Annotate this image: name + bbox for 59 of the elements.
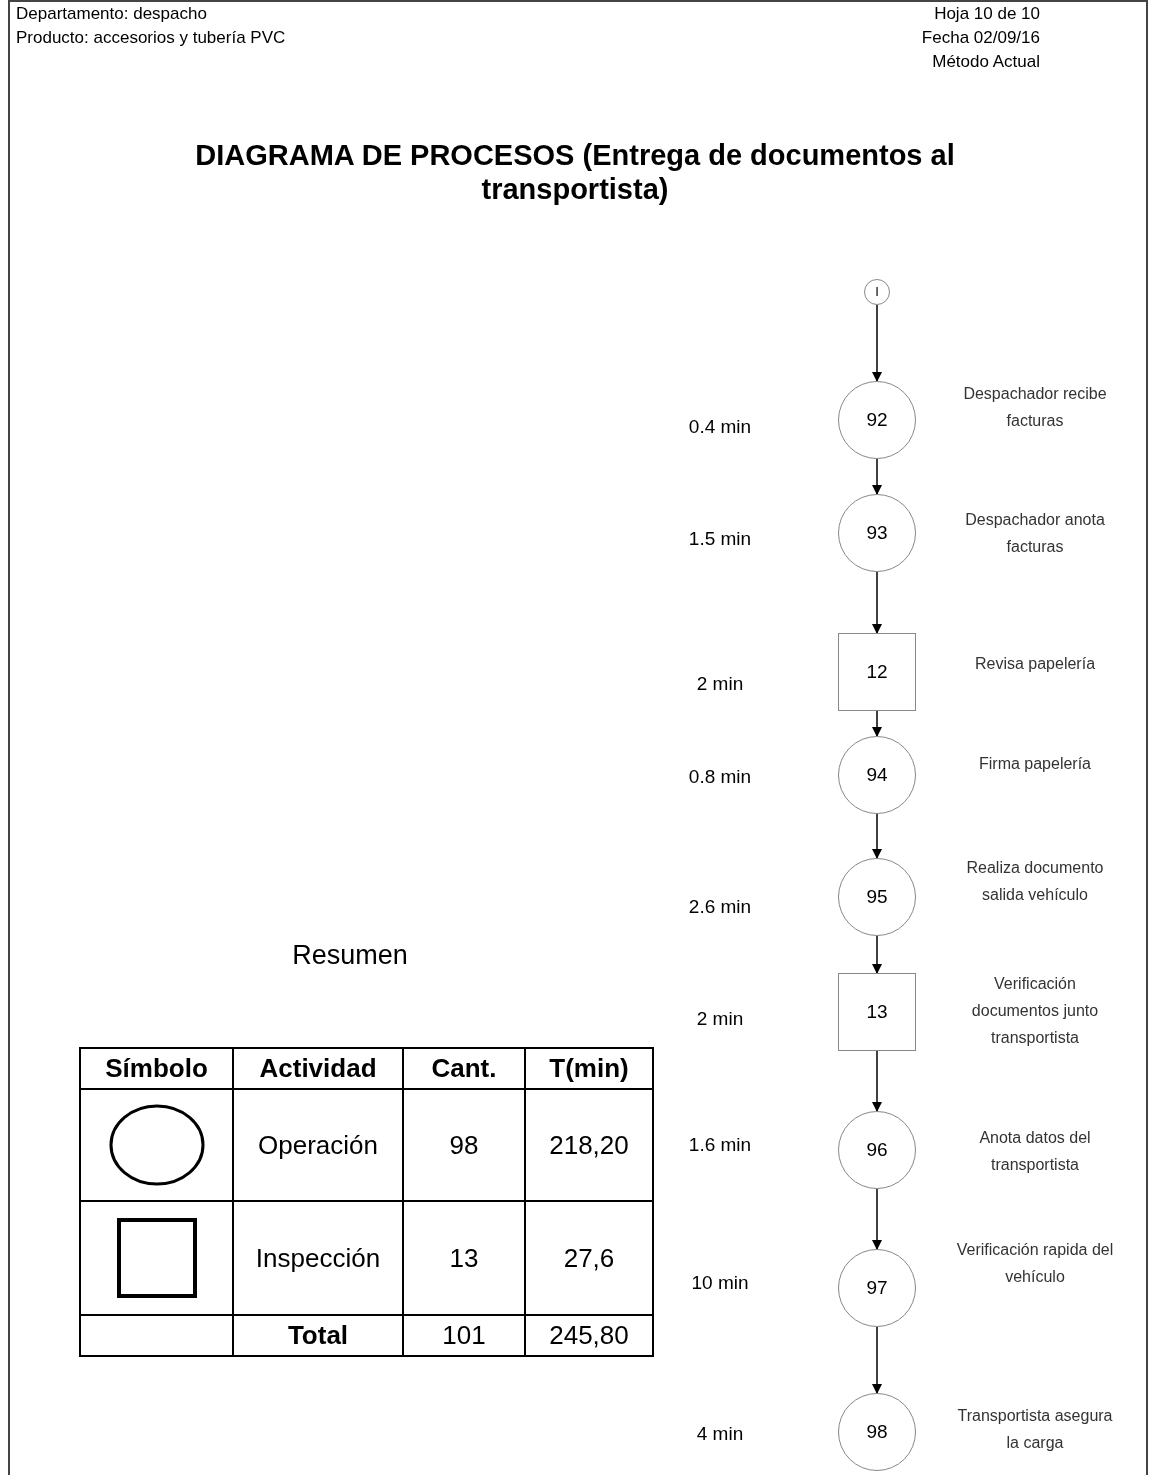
arrow (872, 935, 882, 974)
time-label: 2 min (696, 673, 744, 694)
header-text: Departamento: despacho (16, 3, 208, 25)
time-label: 2 min (696, 1008, 744, 1029)
table-cell: 13 (403, 1201, 525, 1315)
step-description: Despachador anota facturas (965, 511, 1105, 555)
table-cell: 101 (403, 1315, 525, 1356)
arrow (872, 1326, 882, 1394)
inspection-square (838, 633, 916, 711)
arrow (872, 304, 882, 382)
time-label: 10 min (691, 1272, 749, 1293)
step-description: Despachador recibe facturas (963, 385, 1107, 429)
node-number: I (875, 283, 879, 302)
table-cell: 98 (403, 1089, 525, 1201)
arrow (872, 1188, 882, 1250)
time-label: 2.6 min (688, 896, 752, 917)
node-number: 96 (866, 1137, 888, 1162)
time-label: 1.6 min (688, 1134, 752, 1155)
arrow (872, 571, 882, 634)
node-number: 94 (866, 762, 888, 787)
step-description: Firma papelería (978, 755, 1091, 772)
step-description: Transportista asegura la carga (957, 1407, 1113, 1451)
arrow (872, 710, 882, 737)
header-text: Método Actual (932, 51, 1040, 73)
step-description: Anota datos del transportista (979, 1129, 1091, 1173)
node-number: 13 (866, 999, 888, 1024)
diagram-title: DIAGRAMA DE PROCESOS (Entrega de documentos al transportista) (195, 139, 955, 205)
node-number: 12 (866, 659, 888, 684)
table-cell: Inspección (233, 1201, 403, 1315)
arrow (872, 458, 882, 495)
header-cell: Actividad (233, 1048, 403, 1089)
arrow (872, 1050, 882, 1112)
header-text: Producto: accesorios y tubería PVC (16, 27, 286, 49)
header-text: Fecha 02/09/16 (921, 27, 1040, 49)
table-cell: Total (233, 1315, 403, 1356)
header-text: Hoja 10 de 10 (934, 3, 1040, 25)
time-label: 0.8 min (688, 766, 752, 787)
time-label: 0.4 min (688, 416, 752, 437)
node-number: 93 (866, 520, 888, 545)
node-number: 92 (866, 407, 888, 432)
arrow (872, 813, 882, 859)
time-label: 4 min (696, 1423, 744, 1444)
header-cell: T(min) (525, 1048, 653, 1089)
node-number: 97 (866, 1275, 888, 1300)
step-description: Realiza documento salida vehículo (966, 859, 1104, 903)
summary-heading: Resumen (292, 940, 408, 970)
table-cell: 245,80 (525, 1315, 653, 1356)
header-cell: Símbolo (80, 1048, 233, 1089)
step-description: Verificación documentos junto transportista (971, 975, 1099, 1046)
table-cell: 27,6 (525, 1201, 653, 1315)
node-number: 95 (866, 884, 888, 909)
time-label: 1.5 min (688, 528, 752, 549)
node-number: 98 (866, 1419, 888, 1444)
table-cell: 218,20 (525, 1089, 653, 1201)
header-cell: Cant. (403, 1048, 525, 1089)
step-description: Revisa papelería (974, 655, 1096, 672)
table-cell: Operación (233, 1089, 403, 1201)
step-description: Verificación rapida del vehículo (956, 1241, 1114, 1285)
inspection-square (838, 973, 916, 1051)
